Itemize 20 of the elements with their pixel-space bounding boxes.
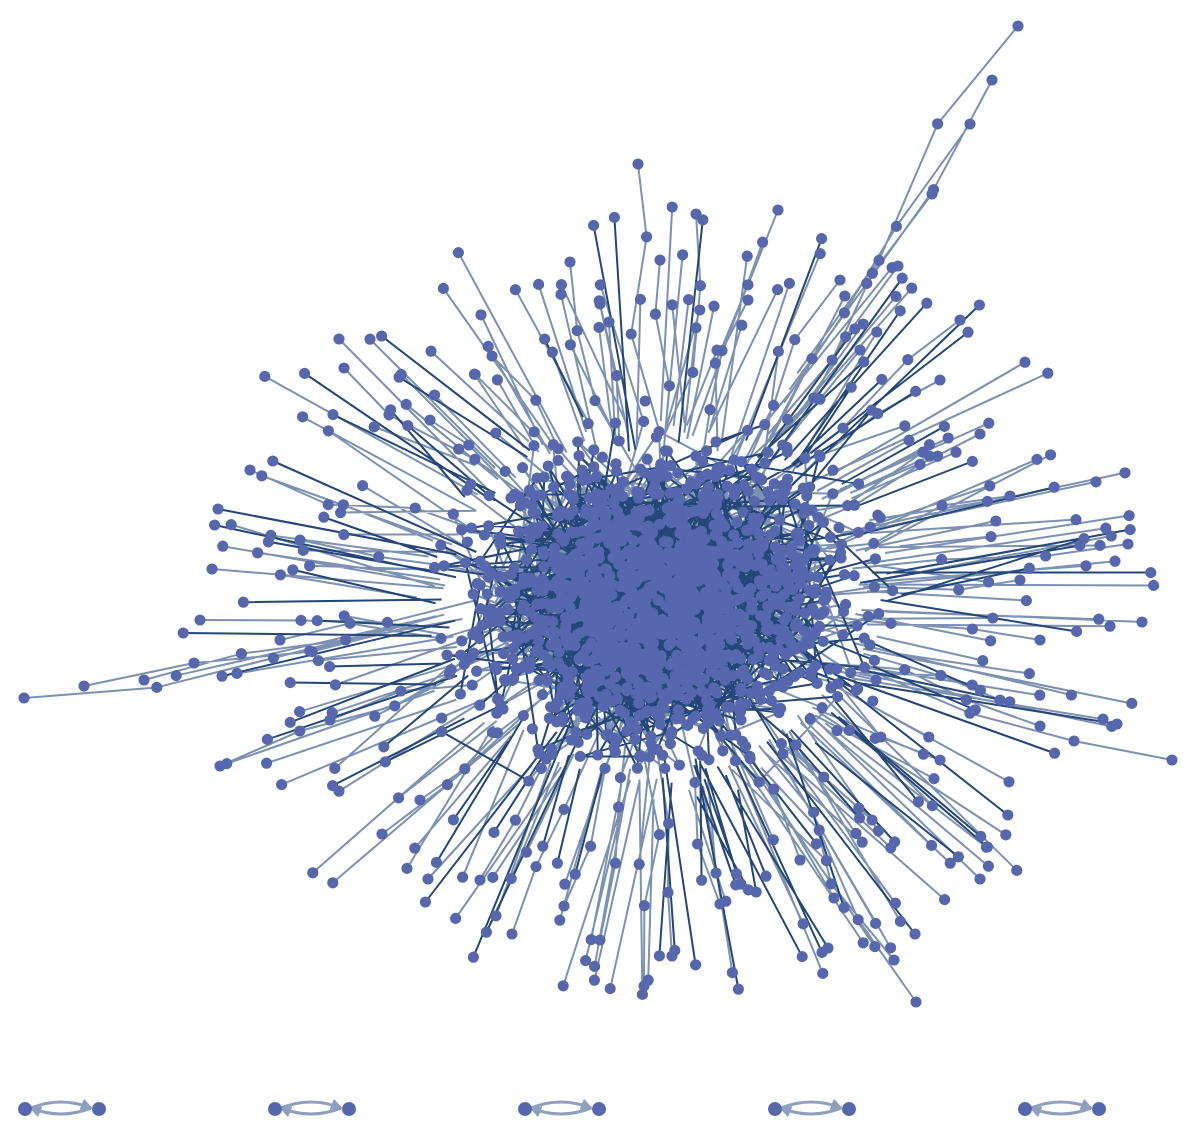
graph-vertex [267,1101,281,1115]
arrow [280,1098,343,1111]
graph-vertex [591,1101,605,1115]
arrow [779,1105,842,1118]
graph-vertex [767,1101,781,1115]
arrow [529,1105,592,1118]
arrow [780,1098,843,1111]
arrow [1030,1098,1093,1111]
graph-vertex [517,1101,531,1115]
arrow [29,1105,92,1118]
arrow [530,1098,593,1111]
graph-vertex [91,1101,105,1115]
graph-vertex [17,1101,31,1115]
arrow [30,1098,93,1111]
graph-vertex [1091,1101,1105,1115]
graph-vertex [1017,1101,1031,1115]
graph-vertex [841,1101,855,1115]
graph-vertex [341,1101,355,1115]
arrow [279,1105,342,1118]
arrow [1029,1105,1092,1118]
